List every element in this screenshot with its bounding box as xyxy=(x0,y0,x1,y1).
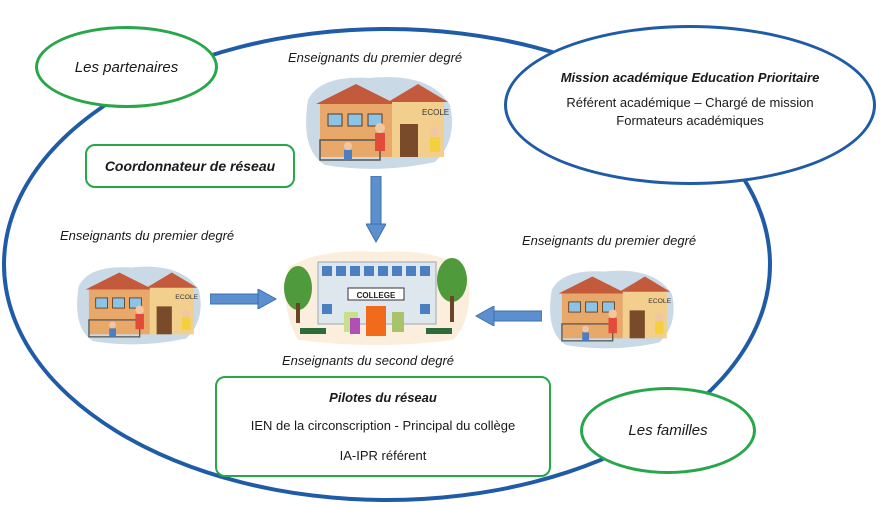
arrow-left-to-college xyxy=(210,289,278,309)
pilots-line-1: IEN de la circonscription - Principal du… xyxy=(250,418,516,433)
mission-line-2: Formateurs académiques xyxy=(616,113,764,128)
mission-line-1: Référent académique – Chargé de mission xyxy=(566,95,814,110)
mission-title: Mission académique Education Prioritaire xyxy=(560,70,820,85)
arrow-right-to-college xyxy=(474,306,542,326)
teachers-primary-left-label: Enseignants du premier degré xyxy=(60,228,235,243)
primary-school-top-illustration: ECOLE xyxy=(306,77,453,169)
coordinator-box: Coordonnateur de réseau xyxy=(85,144,295,188)
partners-label: Les partenaires xyxy=(74,58,179,76)
partners-ellipse: Les partenaires xyxy=(35,26,218,108)
primary-school-left-illustration: ECOLE xyxy=(77,266,201,345)
primary-school-right-illustration: ECOLE xyxy=(550,270,674,349)
teachers-secondary-label: Enseignants du second degré xyxy=(282,353,455,368)
college-sign: COLLEGE xyxy=(357,291,396,300)
network-ellipse xyxy=(2,27,772,502)
pilots-box: Pilotes du réseau IEN de la circonscript… xyxy=(215,376,551,477)
teachers-primary-right-label: Enseignants du premier degré xyxy=(522,233,697,248)
school-sign-top: ECOLE xyxy=(422,108,449,117)
arrow-top-to-college xyxy=(366,176,386,244)
school-sign-right: ECOLE xyxy=(648,298,671,305)
coordinator-label: Coordonnateur de réseau xyxy=(104,158,276,174)
mission-ellipse: Mission académique Education Prioritaire… xyxy=(504,25,876,185)
school-sign-left: ECOLE xyxy=(175,294,198,301)
families-label: Les familles xyxy=(628,422,708,439)
families-ellipse: Les familles xyxy=(580,387,756,474)
teachers-primary-top-label: Enseignants du premier degré xyxy=(288,50,463,65)
pilots-line-2: IA-IPR référent xyxy=(339,448,427,463)
pilots-title: Pilotes du réseau xyxy=(329,390,437,405)
college-illustration: COLLEGE xyxy=(284,251,470,345)
